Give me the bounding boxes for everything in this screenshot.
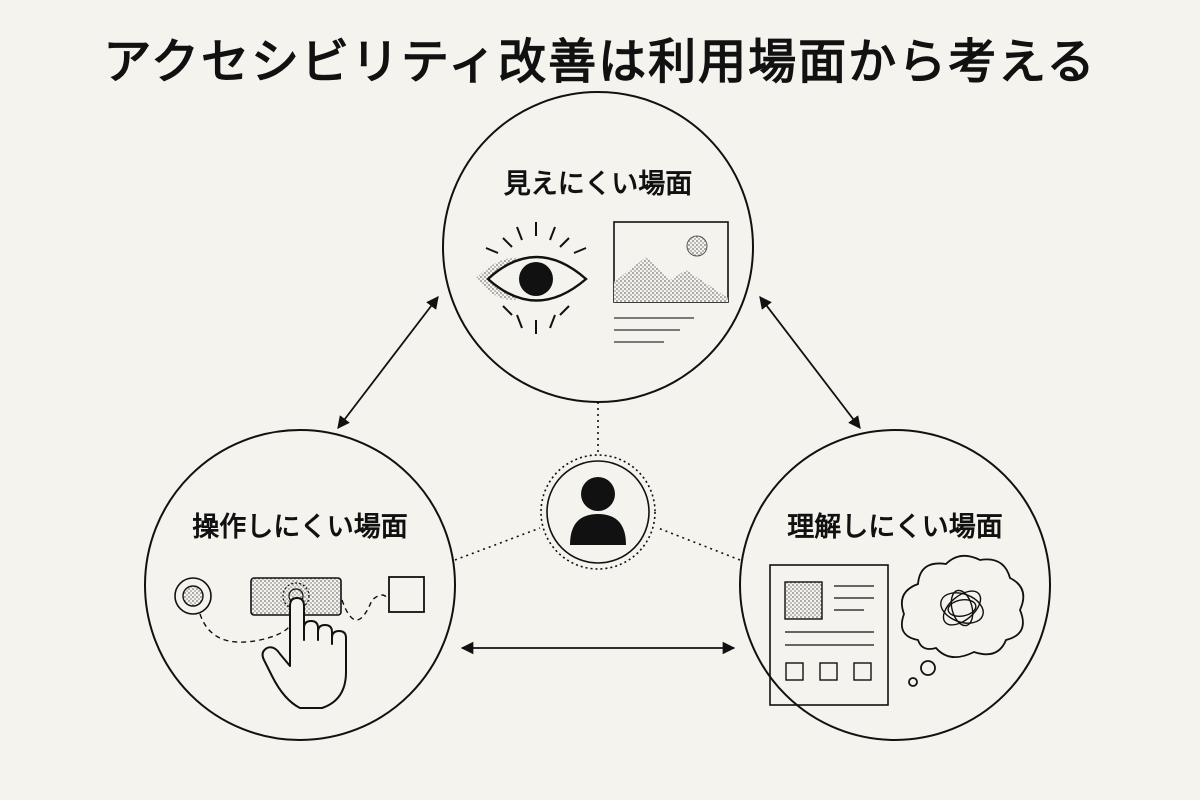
image-icon xyxy=(613,221,729,343)
understand-scene-circle xyxy=(739,429,1051,741)
see-scene-label: 見えにくい場面 xyxy=(503,169,693,200)
operate-scene-circle xyxy=(144,429,456,741)
thought-bubble-icon xyxy=(900,554,1025,687)
person-icon xyxy=(540,454,656,570)
center-connectors xyxy=(454,402,741,561)
see-scene-circle xyxy=(442,91,754,403)
radio-icon xyxy=(174,577,212,615)
operate-scene-label: 操作しにくい場面 xyxy=(192,512,408,543)
page-title: アクセシビリティ改善は利用場面から考える xyxy=(103,34,1097,90)
operate-dashed-path xyxy=(199,613,294,643)
understand-scene-label: 理解しにくい場面 xyxy=(787,512,1003,543)
hand-pointer-icon xyxy=(261,597,347,709)
operate-dashed-path-right xyxy=(341,594,389,621)
checkbox-icon xyxy=(388,576,425,613)
document-icon xyxy=(769,564,889,706)
relation-arrows xyxy=(337,295,861,655)
eye-icon xyxy=(476,222,588,334)
